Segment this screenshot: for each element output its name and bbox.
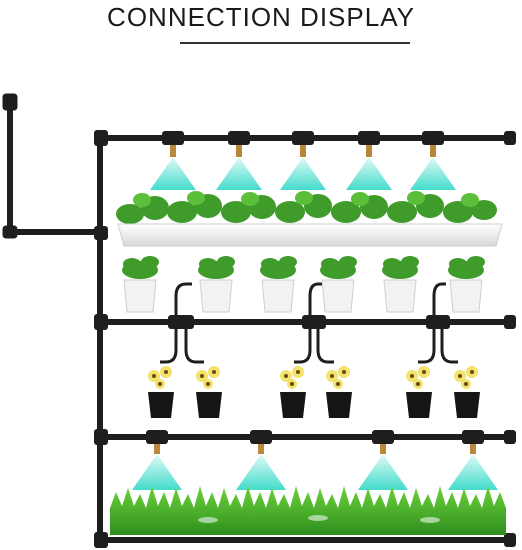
mist-nozzle-icon <box>150 131 196 190</box>
flower-pot-row <box>148 366 480 418</box>
flower-pot-icon <box>196 366 222 418</box>
page-title: CONNECTION DISPLAY <box>107 2 415 32</box>
potted-plant-icon <box>198 256 235 313</box>
mist-nozzle-icon <box>132 430 182 490</box>
grass-bed-icon <box>110 486 506 535</box>
flower-pot-icon <box>406 366 432 418</box>
drip-lines <box>160 282 458 364</box>
potted-plant-icon <box>382 256 419 313</box>
mist-nozzle-icon <box>448 430 498 490</box>
pipe-fittings <box>94 130 516 548</box>
mist-nozzle-icon <box>410 131 456 190</box>
mist-nozzle-icon <box>216 131 262 190</box>
mist-nozzle-icon <box>236 430 286 490</box>
mist-nozzle-icon <box>280 131 326 190</box>
title-underline <box>180 42 410 44</box>
mist-nozzle-icon <box>346 131 392 190</box>
inlet-cap <box>2 93 18 111</box>
tee-fittings <box>168 315 450 329</box>
white-pot-row <box>122 256 485 313</box>
potted-plant-icon <box>448 256 485 313</box>
flower-pot-icon <box>454 366 480 418</box>
lower-mist-row <box>132 430 498 490</box>
planter-tray <box>116 191 503 247</box>
potted-plant-icon <box>260 256 297 313</box>
potted-plant-icon <box>122 256 159 313</box>
flower-pot-icon <box>326 366 352 418</box>
potted-plant-icon <box>320 256 357 313</box>
top-mist-row <box>150 131 456 190</box>
flower-pot-icon <box>280 366 306 418</box>
flower-pot-icon <box>148 366 174 418</box>
inlet-elbow <box>2 225 18 239</box>
mist-nozzle-icon <box>358 430 408 490</box>
